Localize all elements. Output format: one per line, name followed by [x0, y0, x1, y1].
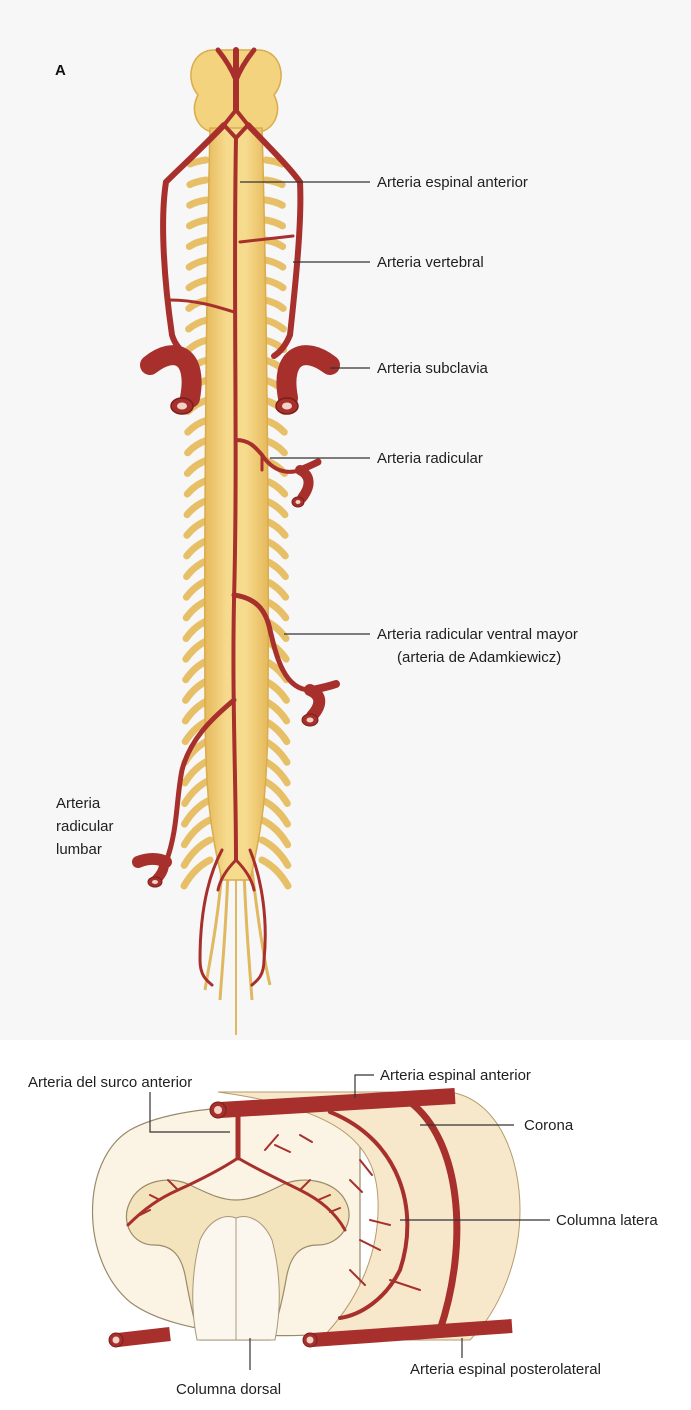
nerve-root-left-8: [189, 320, 207, 329]
nerve-root-right-7: [265, 300, 283, 308]
nerve-root-right-3: [266, 220, 283, 226]
nerve-root-left-14: [188, 440, 208, 453]
label-arteria-subclavia: Arteria subclavia: [377, 360, 489, 377]
nerve-root-right-4: [266, 240, 283, 247]
cauda-equina: [205, 870, 270, 1035]
label-arteria-espinal-posterolateral: Arteria espinal posterolateral: [410, 1361, 601, 1378]
nerve-root-right-6: [265, 280, 283, 288]
nerve-root-right-2: [266, 200, 283, 205]
nerve-root-left-1: [190, 180, 206, 185]
label-lumbar-line1: Arteria: [56, 795, 101, 812]
spinal-cord-diagram: A: [0, 0, 691, 1040]
label-columna-lateral: Columna latera: [556, 1212, 658, 1229]
nerve-root-right-5: [265, 260, 282, 267]
label-arteria-vertebral: Arteria vertebral: [377, 254, 484, 271]
panel-b-cross-section: Arteria del surco anterior Arteria espin…: [0, 1040, 691, 1410]
label-arteria-radicular-ventral-mayor: Arteria radicular ventral mayor: [377, 626, 578, 643]
nerve-root-left-2: [190, 200, 207, 205]
panel-letter: A: [55, 62, 66, 79]
panel-a-spinal-cord-overview: A: [0, 0, 691, 1040]
nerve-root-right-8: [265, 320, 283, 329]
label-lumbar-line3: lumbar: [56, 841, 102, 858]
cross-section-diagram: Arteria del surco anterior Arteria espin…: [0, 1040, 691, 1410]
nerve-root-left-4: [189, 240, 206, 247]
label-arteria-radicular: Arteria radicular: [377, 450, 483, 467]
radicular-stump: [292, 462, 318, 507]
label-arteria-espinal-anterior: Arteria espinal anterior: [377, 174, 528, 191]
label-columna-dorsal: Columna dorsal: [176, 1381, 281, 1398]
nerve-root-left-6: [189, 280, 207, 288]
subclavian-left: [150, 355, 193, 414]
nerve-root-left-13: [188, 420, 208, 432]
label-corona: Corona: [524, 1117, 574, 1134]
subclavian-right: [276, 355, 330, 414]
nerve-root-left-5: [189, 260, 206, 267]
adamkiewicz-stump: [302, 684, 336, 726]
lumbar-stump: [138, 859, 166, 887]
label-arteria-espinal-anterior-b: Arteria espinal anterior: [380, 1067, 531, 1084]
label-lumbar-line2: radicular: [56, 818, 114, 835]
nerve-root-left-9: [188, 340, 207, 350]
label-arteria-del-surco-anterior: Arteria del surco anterior: [28, 1074, 192, 1091]
posterolateral-artery-left: [109, 1333, 170, 1347]
label-arteria-de-adamkiewicz: (arteria de Adamkiewicz): [397, 649, 561, 666]
nerve-root-left-3: [189, 220, 206, 226]
